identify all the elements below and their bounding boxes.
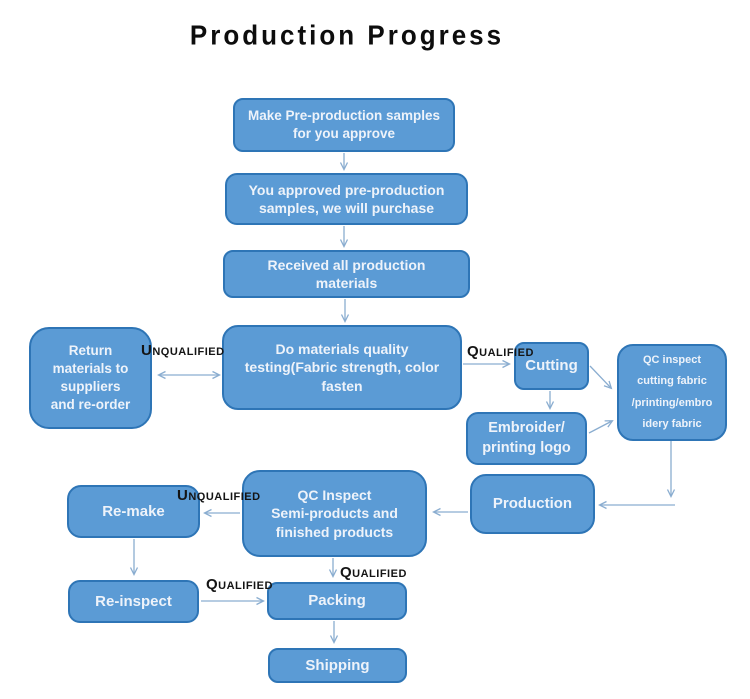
node-embroider: Embroider/ printing logo <box>466 412 587 465</box>
node-quality-testing: Do materials quality testing(Fabric stre… <box>222 325 462 410</box>
edge-label-qualified-reinspect: Qualified <box>206 576 273 593</box>
node-approved: You approved pre-production samples, we … <box>225 173 468 225</box>
node-make-samples: Make Pre-production samples for you appr… <box>233 98 455 152</box>
node-qc-inspect-semi: QC Inspect Semi-products and finished pr… <box>242 470 427 557</box>
page-title: Production Progress <box>189 18 505 52</box>
node-return-materials: Return materials to suppliers and re-ord… <box>29 327 152 429</box>
edge-label-unqualified-materials: Unqualified <box>141 342 225 359</box>
node-production: Production <box>470 474 595 534</box>
arrow-embroider-to-qc-cutting <box>588 420 614 434</box>
node-remake: Re-make <box>67 485 200 538</box>
edge-label-qualified-materials: Qualified <box>467 343 534 360</box>
node-qc-inspect-cutting: QC inspect cutting fabric /printing/embr… <box>617 344 727 441</box>
edge-label-qualified-packing: Qualified <box>340 564 407 581</box>
node-shipping: Shipping <box>268 648 407 683</box>
arrow-cutting-to-qc-cutting <box>589 365 613 390</box>
node-packing: Packing <box>267 582 407 620</box>
node-reinspect: Re-inspect <box>68 580 199 623</box>
node-received: Received all production materials <box>223 250 470 298</box>
node-cutting: Cutting <box>514 342 589 390</box>
edge-label-unqualified-products: Unqualified <box>177 487 261 504</box>
